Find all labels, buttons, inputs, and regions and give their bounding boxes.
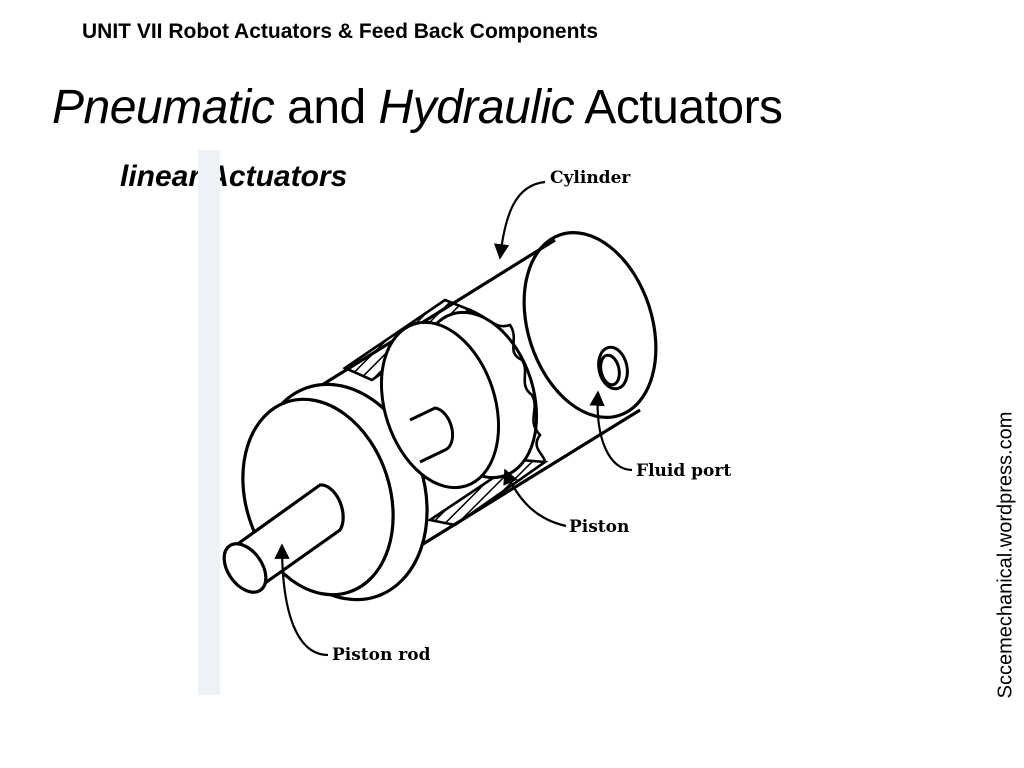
watermark-website: Sccemechanical.wordpress.com (994, 411, 1017, 699)
unit-title: UNIT VII Robot Actuators & Feed Back Com… (82, 20, 599, 43)
inner-rod-stub (409, 406, 455, 464)
cylinder-leader (493, 180, 546, 260)
piston-disc-front (379, 320, 501, 490)
callout-labels: Cylinder Fluid port Piston Piston rod (332, 168, 731, 665)
linear-actuator-diagram: Cylinder Fluid port Piston Piston rod (198, 150, 731, 695)
title-and: and (274, 81, 379, 134)
fluid-port-leader (589, 390, 633, 472)
title-pneumatic: Pneumatic (52, 81, 275, 134)
label-piston: Piston (569, 517, 629, 537)
fluid-port (597, 345, 629, 391)
label-fluid-port: Fluid port (636, 461, 731, 481)
label-cylinder: Cylinder (550, 168, 631, 188)
piston-rod (222, 483, 345, 594)
piston-leader (503, 468, 567, 528)
title-hydraulic: Hydraulic (378, 81, 575, 134)
jagged-cut-edge (469, 308, 547, 463)
label-piston-rod: Piston rod (332, 645, 431, 665)
piston-rod-leader (274, 543, 329, 657)
title-actuators: Actuators (574, 81, 783, 134)
callout-lines (274, 180, 633, 657)
scan-shade (198, 150, 220, 695)
piston-assembly (379, 308, 547, 490)
slide-title: Pneumatic and Hydraulic Actuators (52, 80, 783, 135)
subtitle-linear-actuators: linear Actuators (120, 160, 348, 193)
piston-rod-end (222, 542, 268, 594)
